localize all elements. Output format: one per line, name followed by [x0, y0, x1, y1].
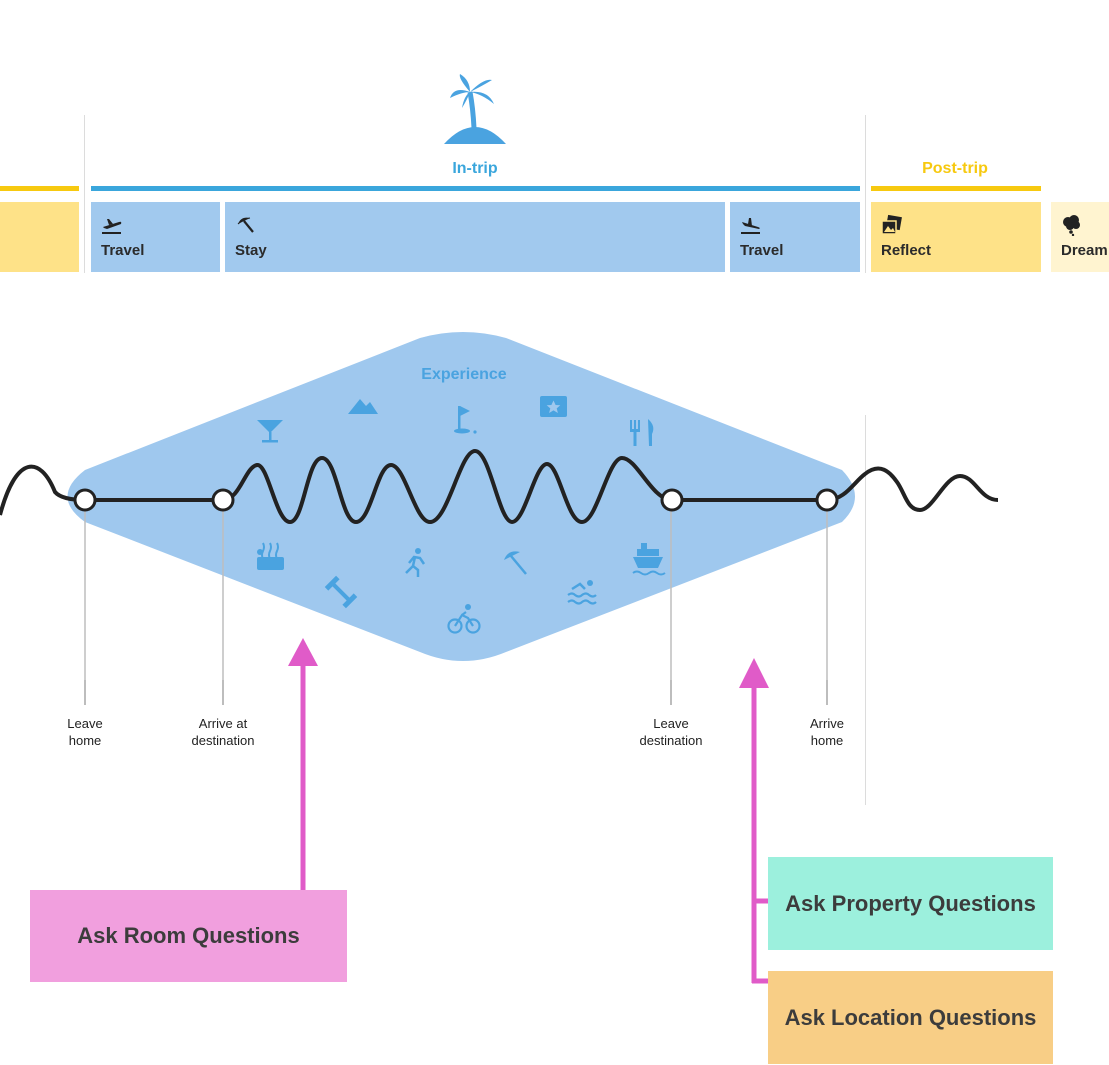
journey-wave [0, 448, 999, 525]
hot-tub-icon [257, 542, 284, 570]
room-arrow [288, 638, 318, 890]
palm-island-icon [440, 72, 510, 150]
mountain-icon [348, 399, 378, 414]
plane-takeoff-icon [101, 214, 220, 236]
milestone-label-leave-home: Leave home [67, 716, 103, 748]
milestone-node-leave-home [73, 488, 97, 512]
swimming-icon [567, 580, 597, 605]
running-icon [405, 548, 426, 577]
ask-location-questions-button[interactable]: Ask Location Questions [768, 971, 1053, 1064]
stage-card-pre-trip[interactable] [0, 202, 79, 272]
milestone-node-arrive-home [815, 488, 839, 512]
phase-bar-pre-trip [0, 186, 79, 191]
experience-diagram: Experience [0, 332, 999, 680]
ask-room-questions-button[interactable]: Ask Room Questions [30, 890, 347, 982]
divider-pre-in [84, 115, 85, 273]
experience-area [67, 332, 855, 661]
stage-card-stay[interactable]: Stay [225, 202, 725, 272]
phase-label-post-trip: Post-trip [922, 160, 988, 177]
phase-label-in-trip: In-trip [452, 160, 498, 177]
golf-icon [454, 406, 477, 434]
stage-label-dream: Dream [1061, 242, 1108, 259]
ticket-icon [540, 396, 567, 417]
ask-property-questions-button[interactable]: Ask Property Questions [768, 857, 1053, 950]
utensils-icon [630, 419, 654, 446]
milestone-stem-arrive-home [826, 680, 828, 705]
property-location-arrow [739, 658, 770, 984]
beach-umbrella-icon [235, 214, 725, 236]
divider-in-post [865, 115, 866, 273]
stage-label-travel-out: Travel [101, 242, 145, 259]
stage-card-travel-back[interactable]: Travel [730, 202, 860, 272]
milestone-label-arrive-destination: Arrive at destination [191, 716, 255, 748]
milestone-label-leave-destination: Leave destination [639, 716, 703, 748]
phase-bar-in-trip [91, 186, 860, 191]
stage-card-travel-out[interactable]: Travel [91, 202, 220, 272]
stage-label-stay: Stay [235, 242, 267, 259]
milestone-node-leave-destination [660, 488, 684, 512]
dumbbell-icon [324, 575, 358, 609]
divider-in-post-lower [865, 415, 866, 805]
stage-label-travel-back: Travel [740, 242, 784, 259]
plane-landing-icon [740, 214, 860, 236]
cocktail-icon [257, 420, 283, 443]
milestone-stem-leave-home [84, 680, 86, 705]
milestone-label-arrive-home: Arrive home [810, 716, 844, 748]
stage-label-reflect: Reflect [881, 242, 932, 259]
stage-card-dream[interactable]: Dream [1051, 202, 1109, 272]
milestone-stem-arrive-destination [222, 680, 224, 705]
experience-label: Experience [421, 366, 506, 383]
milestone-stem-leave-destination [670, 680, 672, 705]
phase-bar-post-trip [871, 186, 1041, 191]
milestone-node-arrive-destination [211, 488, 235, 512]
ship-icon [632, 543, 666, 576]
photos-icon [881, 214, 1041, 236]
thought-cloud-icon [1061, 214, 1109, 237]
beach-umbrella-icon-lower [504, 551, 527, 575]
cycling-icon [447, 604, 481, 634]
stage-card-reflect[interactable]: Reflect [871, 202, 1041, 272]
